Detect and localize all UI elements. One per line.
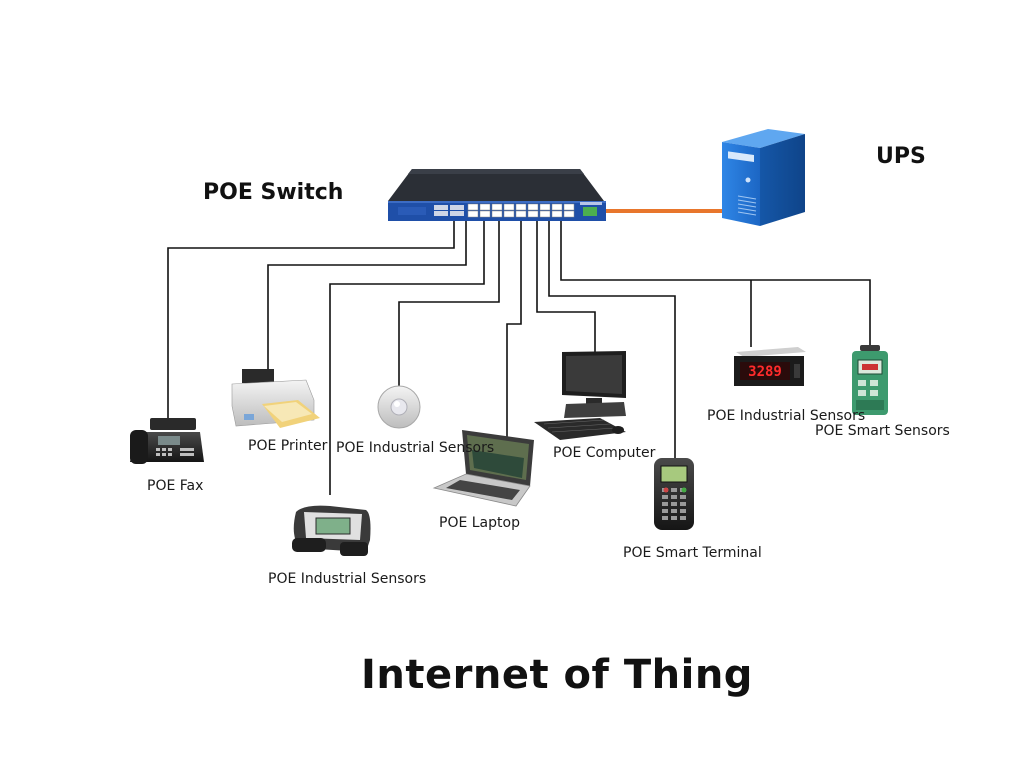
cable-terminal — [548, 216, 676, 458]
ups-icon — [722, 129, 805, 226]
ups-label: UPS — [876, 144, 926, 169]
poe-switch-icon — [388, 169, 606, 221]
cable-laptop — [506, 216, 522, 440]
handheld-sensor-icon — [292, 505, 371, 556]
cable-computer — [536, 216, 596, 352]
cable-sensor-handheld — [329, 216, 485, 495]
label-poe-computer: POE Computer — [553, 445, 656, 461]
fax-icon — [130, 418, 204, 464]
printer-icon — [231, 369, 320, 428]
diagram-title: Internet of Thing — [361, 652, 753, 698]
label-poe-smart-sensors: POE Smart Sensors — [815, 423, 950, 439]
cable-printer — [267, 216, 467, 372]
panel-meter-icon: 3289 — [734, 347, 806, 386]
label-poe-industrial-sensors-ceiling: POE Industrial Sensors — [336, 440, 495, 456]
cable-panel-meter — [560, 216, 871, 345]
poe-switch-label: POE Switch — [203, 180, 344, 205]
label-poe-industrial-sensors-handheld: POE Industrial Sensors — [268, 571, 427, 587]
label-poe-printer: POE Printer — [248, 438, 328, 454]
smart-sensor-icon — [852, 345, 888, 415]
ceiling-sensor-icon — [377, 385, 421, 429]
label-poe-laptop: POE Laptop — [439, 515, 520, 531]
cables — [167, 216, 871, 495]
panel-meter-reading: 3289 — [748, 364, 782, 380]
laptop-icon — [432, 430, 534, 507]
label-poe-industrial-sensors-meter: POE Industrial Sensors — [707, 408, 866, 424]
label-poe-smart-terminal: POE Smart Terminal — [623, 545, 762, 561]
label-poe-fax: POE Fax — [147, 478, 204, 494]
cable-fax — [167, 216, 455, 420]
smart-terminal-icon — [654, 458, 694, 530]
cable-sensor-ceiling — [398, 216, 500, 388]
computer-icon — [534, 351, 626, 440]
